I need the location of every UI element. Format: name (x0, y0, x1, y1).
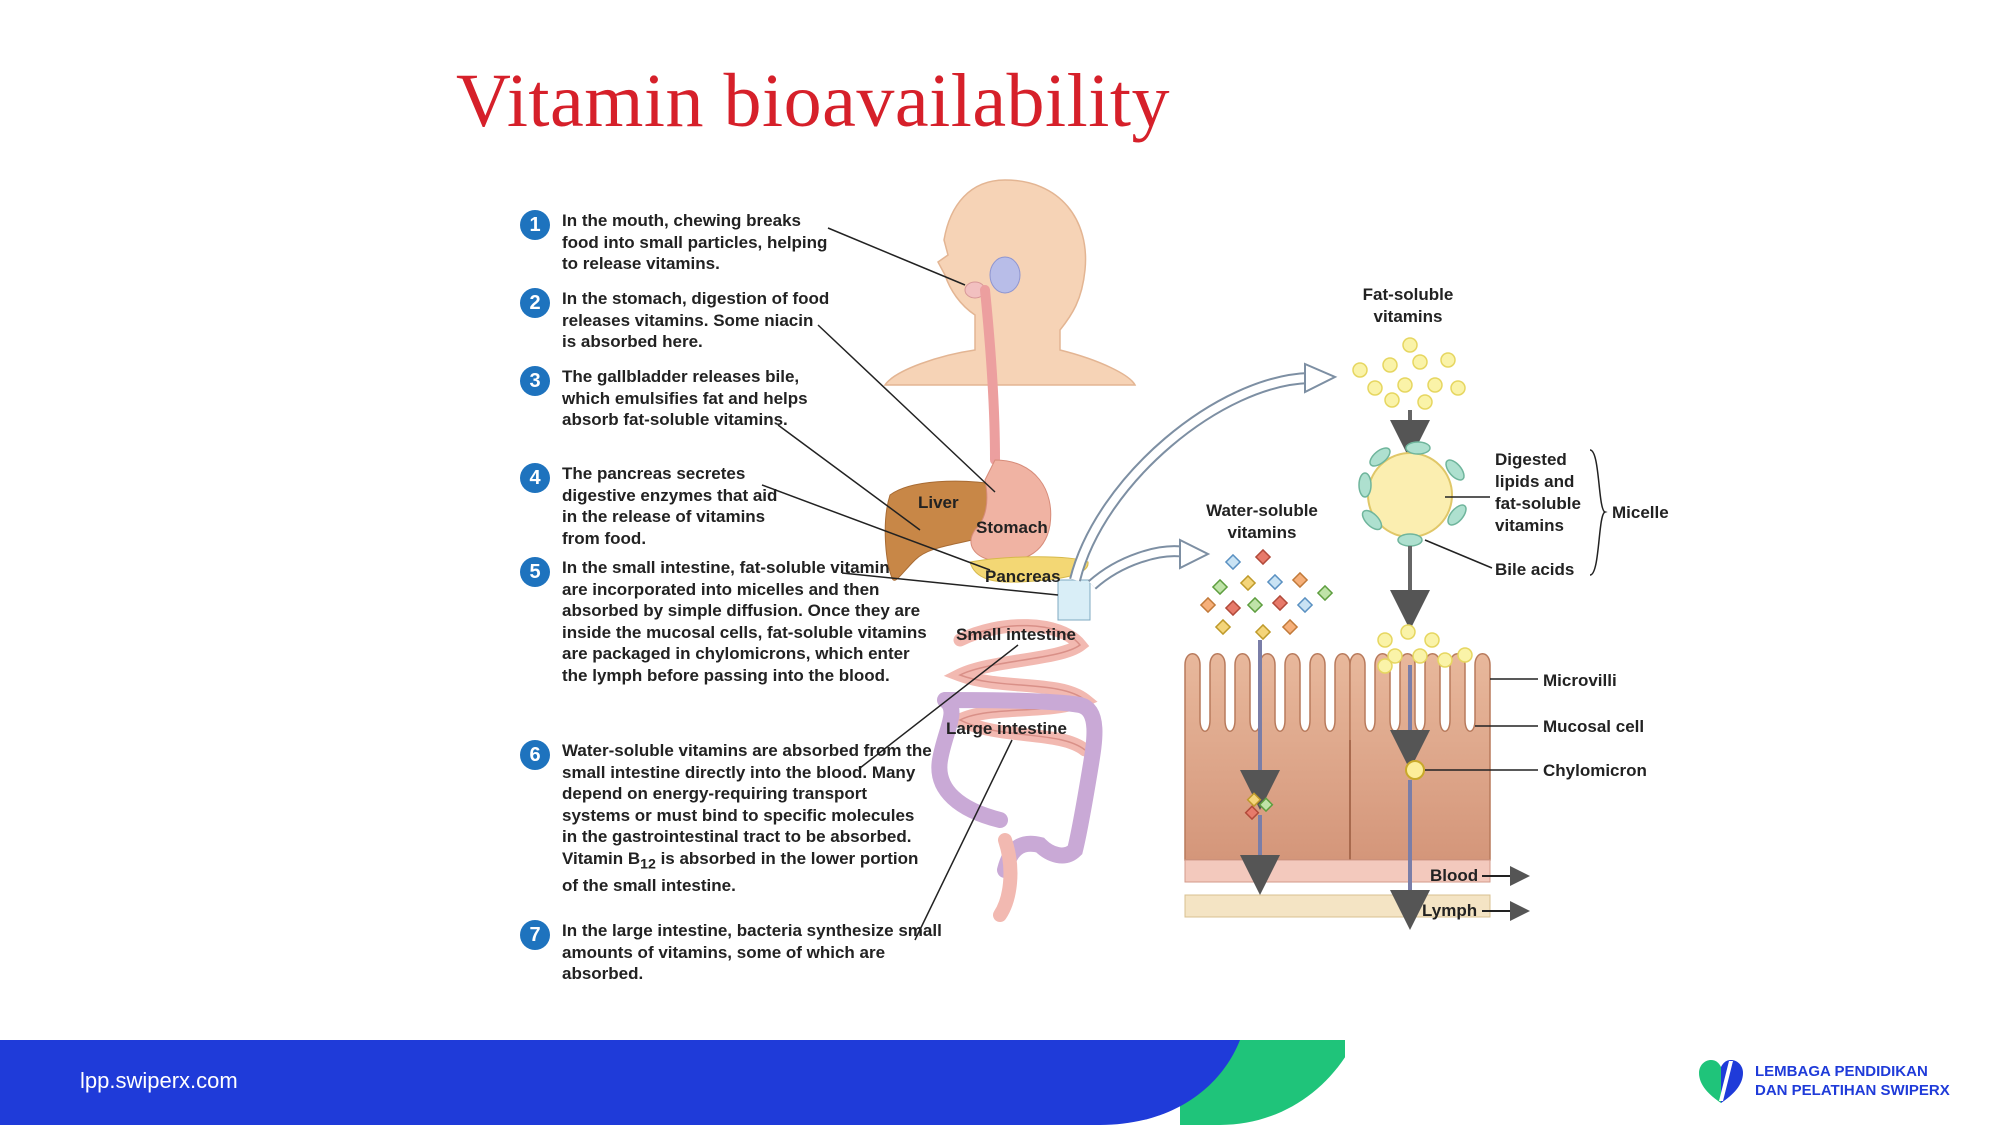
fat-soluble-label-line1: Fat-soluble (1363, 285, 1454, 304)
large-intestine-label: Large intestine (946, 719, 1067, 738)
digested-lipids-line2: lipids and (1495, 472, 1574, 491)
micelle-brace (1589, 449, 1608, 576)
step-badge: 1 (520, 210, 550, 240)
step-text-part: is absorbed in the lower portion of the … (562, 848, 919, 896)
swiperx-logo: LEMBAGA PENDIDIKAN DAN PELATIHAN SWIPERX (1695, 1055, 1950, 1107)
step-4: 4 The pancreas secretes digestive enzyme… (520, 463, 792, 549)
step-badge: 2 (520, 288, 550, 318)
step-badge: 6 (520, 740, 550, 770)
digested-lipids-line3: fat-soluble (1495, 494, 1581, 513)
chylomicron-label: Chylomicron (1543, 761, 1647, 780)
blood-label: Blood (1430, 866, 1478, 885)
step-text: The pancreas secretes digestive enzymes … (562, 464, 778, 548)
flow-arrows (1069, 362, 1338, 590)
step-text-part: Water-soluble vitamins are absorbed from… (562, 741, 932, 868)
water-soluble-molecules (1199, 548, 1334, 641)
logo-line-2: DAN PELATIHAN SWIPERX (1755, 1082, 1950, 1099)
leader-lines (761, 227, 1059, 941)
micelle (1358, 441, 1467, 547)
step-text: In the stomach, digestion of food releas… (562, 289, 830, 351)
micelle-label: Micelle (1612, 503, 1669, 522)
step-7: 7 In the large intestine, bacteria synth… (520, 920, 942, 985)
logo-line-1: LEMBAGA PENDIDIKAN (1755, 1063, 1928, 1080)
swiperx-logo-text: LEMBAGA PENDIDIKAN DAN PELATIHAN SWIPERX (1755, 1062, 1950, 1100)
human-figure (883, 179, 1137, 465)
swiperx-logo-icon (1699, 1060, 1743, 1103)
step-text: Water-soluble vitamins are absorbed from… (562, 740, 932, 897)
step-1: 1 In the mouth, chewing breaks food into… (520, 210, 832, 275)
step-2: 2 In the stomach, digestion of food rele… (520, 288, 832, 353)
bile-acids-label: Bile acids (1495, 560, 1574, 579)
page-title: Vitamin bioavailability (456, 59, 1171, 143)
fat-soluble-droplets (1352, 337, 1466, 410)
digested-lipids-line1: Digested (1495, 450, 1567, 469)
step-text: In the mouth, chewing breaks food into s… (562, 211, 828, 273)
step-text-subscript: 12 (640, 855, 656, 872)
liver (884, 480, 1010, 581)
small-intestine (943, 619, 1098, 757)
fat-soluble-label-line2: vitamins (1374, 307, 1443, 326)
mucosal-cell-label: Mucosal cell (1543, 717, 1644, 736)
step-badge: 5 (520, 557, 550, 587)
step-text: The gallbladder releases bile, which emu… (562, 367, 808, 429)
water-soluble-label-line2: vitamins (1228, 523, 1297, 542)
large-intestine (931, 692, 1103, 922)
footer-url[interactable]: lpp.swiperx.com (80, 1068, 238, 1093)
microvilli-label: Microvilli (1543, 671, 1617, 690)
step-text: In the small intestine, fat-soluble vita… (562, 558, 927, 685)
intestine-section-box (1057, 579, 1091, 621)
step-3: 3 The gallbladder releases bile, which e… (520, 366, 812, 431)
step-badge: 4 (520, 463, 550, 493)
cell-molecules (1244, 792, 1274, 821)
stomach-label: Stomach (976, 518, 1048, 537)
mucosal-cells (1184, 653, 1491, 861)
liver-label: Liver (918, 493, 959, 512)
pancreas-label: Pancreas (985, 567, 1061, 586)
small-intestine-label: Small intestine (956, 625, 1076, 644)
step-5: 5 In the small intestine, fat-soluble vi… (520, 557, 927, 686)
footer-bar (0, 1040, 1345, 1125)
step-badge: 3 (520, 366, 550, 396)
step-badge: 7 (520, 920, 550, 950)
water-soluble-label-line1: Water-soluble (1206, 501, 1318, 520)
lymph-label: Lymph (1422, 901, 1477, 920)
step-6: 6 Water-soluble vitamins are absorbed fr… (520, 740, 932, 897)
step-text: In the large intestine, bacteria synthes… (562, 921, 942, 983)
micelle-droplets (1377, 624, 1473, 674)
chylomicron (1405, 760, 1425, 780)
digested-lipids-line4: vitamins (1495, 516, 1564, 535)
